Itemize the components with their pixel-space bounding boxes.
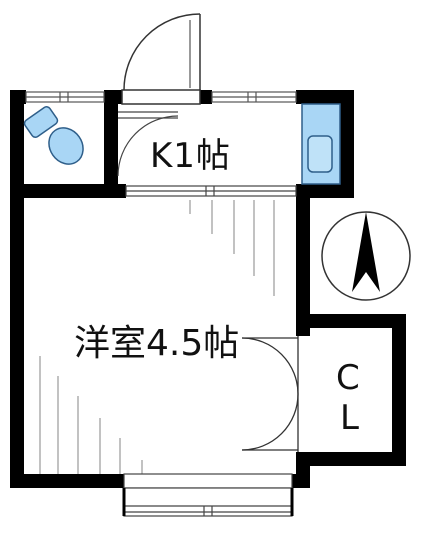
wall-kitchen-bottom-left [10, 184, 126, 198]
compass-north-icon [321, 211, 411, 301]
room-label-kitchen: K1帖 [150, 136, 231, 176]
room-label-closet-c: C [336, 358, 360, 398]
wall-top-right [296, 90, 354, 104]
window-bottom [122, 473, 294, 517]
wall-top-mid2 [200, 90, 212, 104]
wall-closet-right [392, 314, 406, 464]
kitchen-door [117, 111, 179, 177]
floor-hatching [39, 200, 275, 474]
windows-top [25, 91, 297, 103]
wall-closet-bottom [296, 452, 406, 466]
sink-icon [301, 103, 341, 185]
room-label-western-room: 洋室4.5帖 [74, 323, 240, 364]
wall-bottom-left [10, 474, 124, 488]
toilet-icon [23, 106, 84, 165]
walls [10, 90, 406, 488]
wall-room-right [296, 184, 310, 336]
wall-top-left [10, 90, 26, 104]
room-label-closet-l: L [340, 398, 359, 438]
entrance-door [121, 13, 201, 105]
sliding-door-k-room [125, 185, 297, 197]
wall-kitchen-bottom-right [296, 184, 354, 198]
wall-closet-top [296, 314, 404, 328]
wall-toilet-partition [104, 90, 118, 186]
wall-left [10, 90, 24, 488]
wall-right-upper [340, 90, 354, 198]
entrance-door-frame [121, 89, 201, 105]
closet-doors [241, 336, 302, 452]
